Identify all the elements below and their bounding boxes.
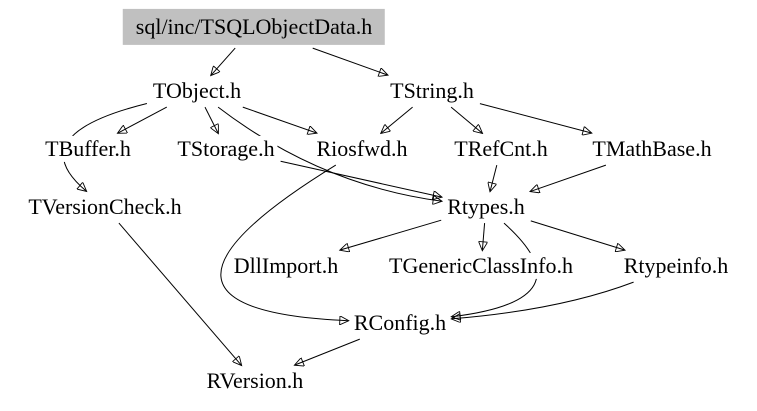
edge-tobject-tstorage <box>204 106 218 133</box>
graph-node-tversioncheck[interactable]: TVersionCheck.h <box>25 193 185 221</box>
edge-trefcnt-rtypes <box>490 164 498 191</box>
graph-node-rtypes[interactable]: Rtypes.h <box>444 193 528 221</box>
edge-tstring-trefcnt <box>450 106 482 133</box>
edge-tstring-riosfwd <box>381 106 413 133</box>
graph-node-tobject[interactable]: TObject.h <box>149 77 245 105</box>
edge-tobject-tbuffer <box>118 106 168 133</box>
edge-tstorage-rtypes <box>280 160 442 197</box>
edge-riosfwd-rconfig <box>220 164 348 321</box>
edge-rtypeinfo-rconfig <box>452 281 634 319</box>
graph-node-tbuffer[interactable]: TBuffer.h <box>42 135 134 163</box>
graph-node-tmathbase[interactable]: TMathBase.h <box>589 135 715 163</box>
edge-rtypes-rconfig <box>452 222 538 317</box>
edge-tobject-riosfwd <box>242 106 316 133</box>
graph-node-dllimport[interactable]: DllImport.h <box>230 252 342 280</box>
edge-rconfig-rversion <box>295 338 360 365</box>
edge-tobject-rtypes <box>217 106 441 201</box>
graph-node-rversion[interactable]: RVersion.h <box>203 367 307 395</box>
edge-tsqlobjectdata-tstring <box>312 47 388 75</box>
graph-node-tsqlobjectdata: sql/inc/TSQLObjectData.h <box>122 8 386 46</box>
graph-node-tstorage[interactable]: TStorage.h <box>174 135 278 163</box>
edge-rtypes-tgenericclassinfo <box>482 223 484 250</box>
edge-tsqlobjectdata-tobject <box>211 47 236 75</box>
edge-tmathbase-rtypes <box>531 164 607 191</box>
edge-rtypes-rtypeinfo <box>530 220 624 250</box>
graph-node-tstring[interactable]: TString.h <box>387 77 477 105</box>
edge-rtypes-dllimport <box>341 219 442 250</box>
graph-node-rconfig[interactable]: RConfig.h <box>350 309 450 337</box>
graph-node-rtypeinfo[interactable]: Rtypeinfo.h <box>620 252 732 280</box>
edge-tversioncheck-rversion <box>118 222 241 365</box>
edge-tstring-tmathbase <box>479 103 591 133</box>
graph-node-trefcnt[interactable]: TRefCnt.h <box>451 135 551 163</box>
graph-node-tgenericclassinfo[interactable]: TGenericClassInfo.h <box>386 252 576 280</box>
graph-node-riosfwd[interactable]: Riosfwd.h <box>313 135 411 163</box>
